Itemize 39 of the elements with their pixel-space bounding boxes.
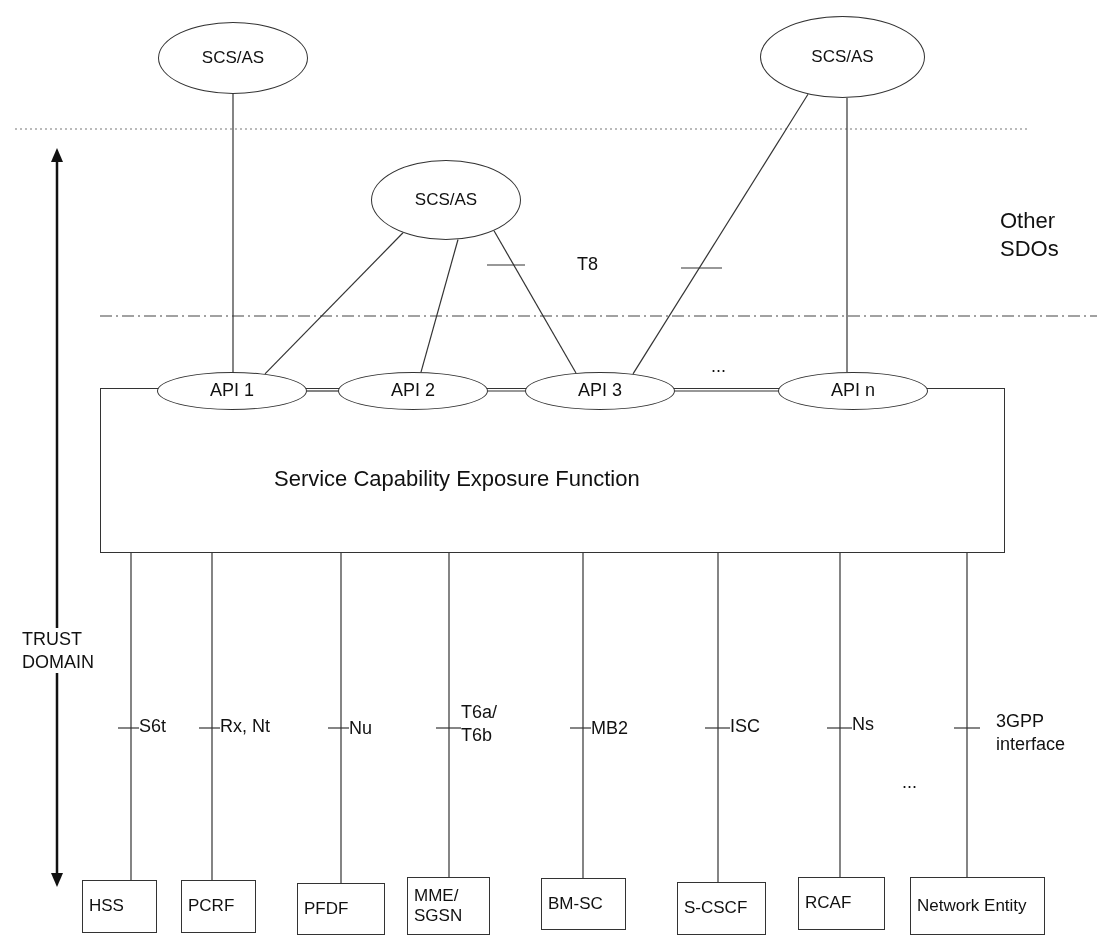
- entity-box: [541, 878, 626, 930]
- node-label: SCS/AS: [201, 47, 265, 69]
- node-label: RCAF: [805, 893, 852, 914]
- node-label: API 2: [391, 380, 435, 402]
- node-label: API 1: [210, 380, 254, 402]
- connector-line: [674, 390, 779, 392]
- node-label: API n: [831, 380, 875, 402]
- node-label: SCS/AS: [414, 189, 478, 211]
- connector-line: [306, 390, 339, 392]
- connector-line: [493, 230, 577, 374]
- node-label: PCRF: [188, 896, 235, 917]
- entity-box: [297, 883, 385, 935]
- node-label: Network Entity: [917, 895, 1027, 917]
- connector-line: [130, 552, 132, 881]
- entity-box: [910, 877, 1045, 935]
- node-label: SCS/AS: [811, 46, 874, 68]
- connector-line: [340, 552, 342, 884]
- connector-line: [420, 238, 459, 373]
- node-label: BM-SC: [548, 893, 603, 915]
- entity-box: [181, 880, 256, 933]
- connector-line: [966, 552, 968, 878]
- entity-box: [677, 882, 766, 935]
- entity-box: [798, 877, 885, 930]
- box-title: Service Capability Exposure Function: [274, 466, 640, 493]
- node-label: HSS: [89, 896, 124, 917]
- connector-line: [846, 97, 848, 373]
- entity-box: [82, 880, 157, 933]
- connector-line: [232, 93, 234, 373]
- connector-line: [717, 552, 719, 883]
- node-label: API 3: [578, 380, 622, 402]
- connector-line: [487, 390, 526, 392]
- connector-line: [448, 552, 450, 878]
- node-label: PFDF: [304, 898, 349, 920]
- node-label: MME/ SGSN: [414, 885, 464, 927]
- connector-line: [839, 552, 841, 878]
- node-label: S-CSCF: [684, 898, 748, 919]
- entity-box: [407, 877, 490, 935]
- connector-line: [211, 552, 213, 881]
- connector-line: [582, 552, 584, 879]
